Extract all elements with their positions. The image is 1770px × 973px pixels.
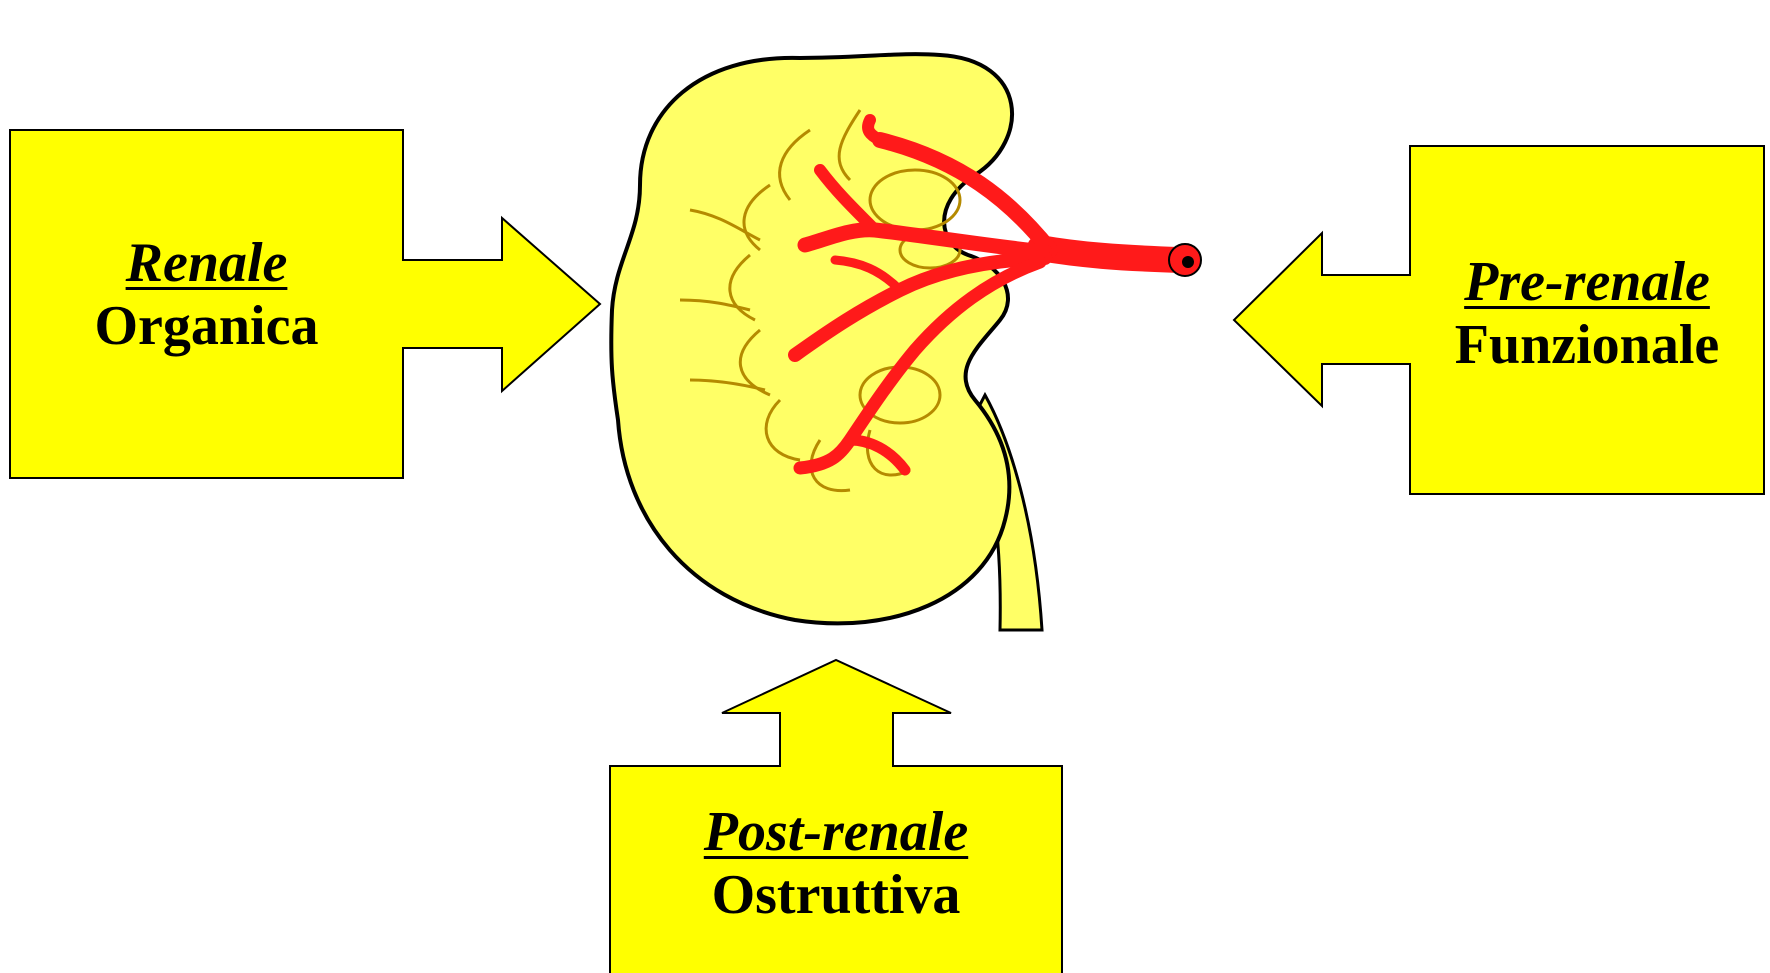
label-post-renale: Post-renale Ostruttiva xyxy=(610,801,1062,927)
title-renale: Renale xyxy=(10,232,403,294)
title-pre-renale: Pre-renale xyxy=(1410,251,1764,313)
arrow-post-renale xyxy=(722,660,951,766)
subtitle-organica: Organica xyxy=(10,294,403,358)
subtitle-funzionale: Funzionale xyxy=(1410,313,1764,377)
kidney-icon xyxy=(611,54,1201,630)
subtitle-ostruttiva: Ostruttiva xyxy=(610,863,1062,927)
arrow-renale xyxy=(403,218,600,391)
label-pre-renale: Pre-renale Funzionale xyxy=(1410,251,1764,377)
arrow-pre-renale xyxy=(1234,233,1410,406)
title-post-renale: Post-renale xyxy=(610,801,1062,863)
label-renale: Renale Organica xyxy=(10,232,403,358)
